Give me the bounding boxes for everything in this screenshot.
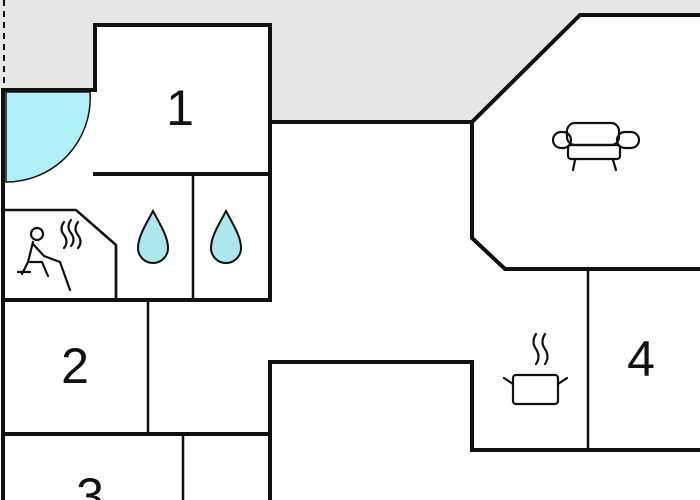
wall-living-area (470, 120, 700, 271)
cooking-pot-icon (502, 332, 569, 406)
water-drop-icon (209, 208, 243, 264)
door-swing (5, 91, 91, 183)
room-label-4: 4 (627, 331, 655, 387)
room-label-2: 2 (61, 338, 89, 394)
room-label-3: 3 (76, 468, 104, 500)
outside-area (0, 0, 700, 122)
sauna-icon (16, 218, 82, 292)
sauna-cabin (3, 208, 118, 300)
sofa-icon (551, 121, 641, 172)
water-drop-icon (136, 208, 170, 264)
outer-wall (1, 13, 700, 500)
room-label-1: 1 (166, 80, 194, 136)
